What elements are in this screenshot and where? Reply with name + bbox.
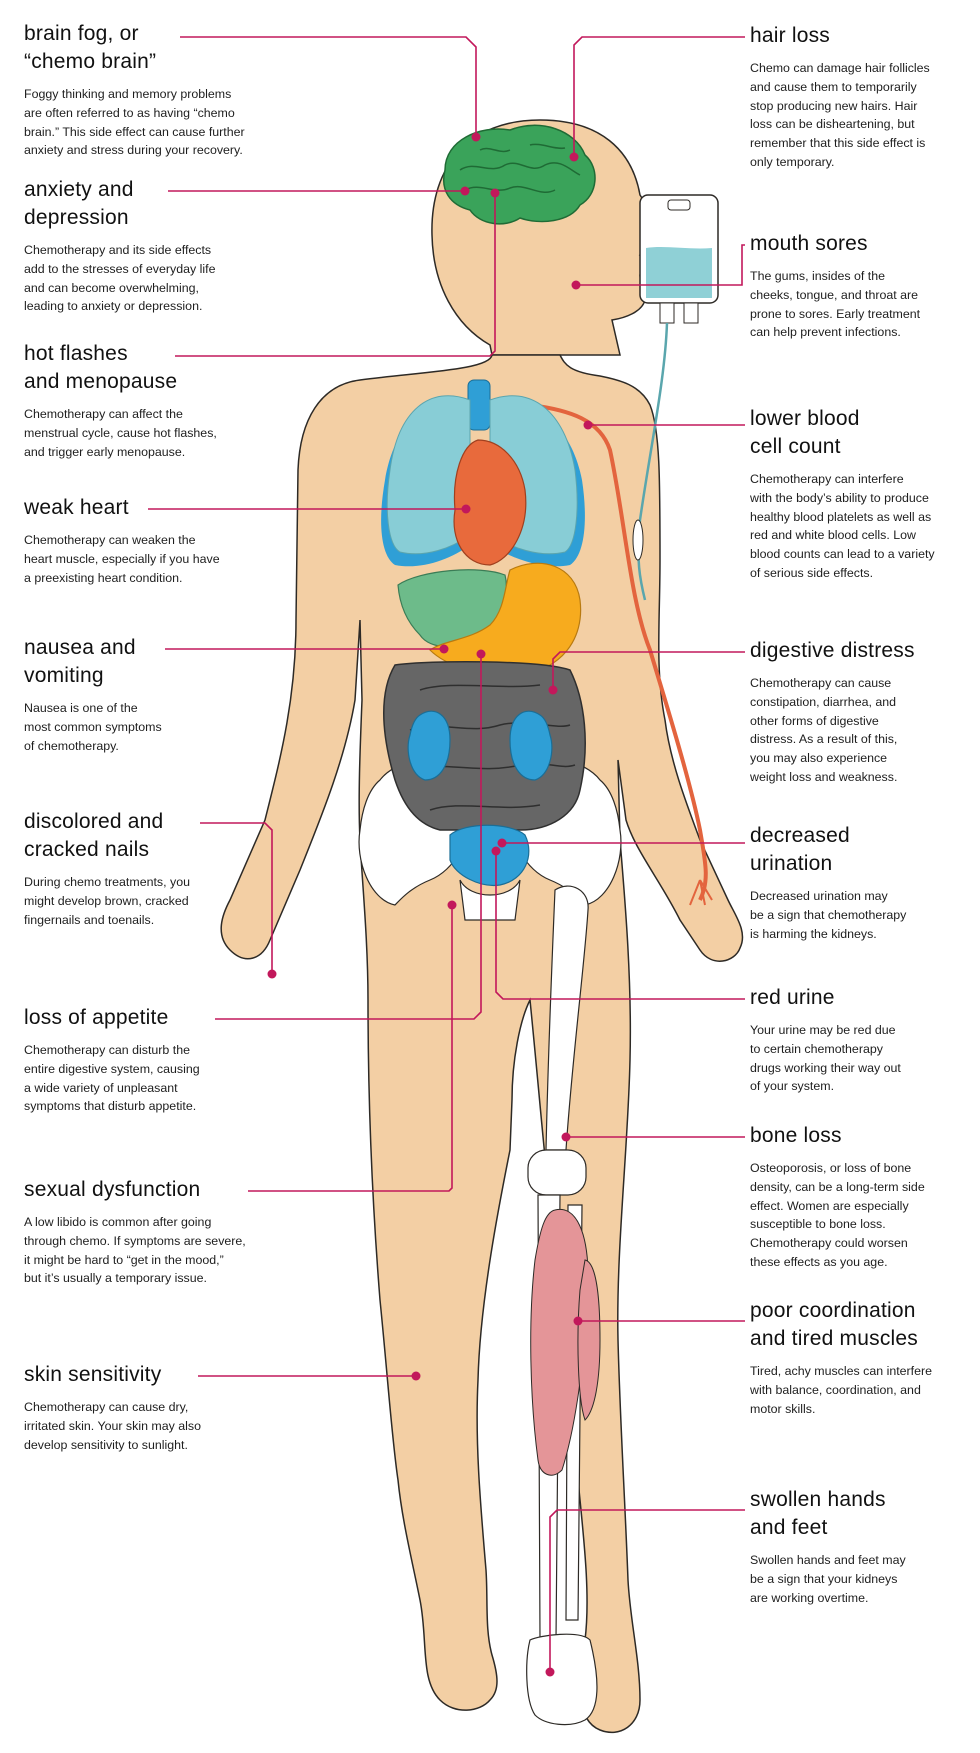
callout-title: bone loss bbox=[750, 1124, 842, 1147]
lungs bbox=[381, 379, 585, 567]
callout-title: digestive distress bbox=[750, 639, 915, 662]
leader-lines bbox=[148, 36, 745, 1672]
callout-nausea: nausea and vomiting Nausea is one of the… bbox=[24, 634, 284, 755]
callout-title: brain fog, or “chemo brain” bbox=[24, 22, 157, 73]
callout-desc: The gums, insides of the cheeks, tongue,… bbox=[750, 269, 921, 340]
heart bbox=[453, 439, 527, 566]
callout-desc: Your urine may be red due to certain che… bbox=[750, 1023, 901, 1094]
callout-desc: Decreased urination may be a sign that c… bbox=[750, 889, 907, 941]
callout-weak-heart: weak heart Chemotherapy can weaken the h… bbox=[24, 494, 284, 587]
callout-desc: Osteoporosis, or loss of bone density, c… bbox=[750, 1161, 925, 1269]
callout-desc: A low libido is common after going throu… bbox=[24, 1215, 246, 1286]
callout-desc: Chemotherapy can weaken the heart muscle… bbox=[24, 533, 220, 585]
blood-vessel-branch bbox=[689, 879, 713, 906]
callout-title: anxiety and depression bbox=[24, 178, 134, 229]
callout-title: red urine bbox=[750, 986, 835, 1009]
blood-vessel bbox=[529, 403, 708, 901]
callout-title: decreased urination bbox=[750, 824, 850, 875]
callout-title: swollen hands and feet bbox=[750, 1488, 886, 1539]
callout-anxiety: anxiety and depression Chemotherapy and … bbox=[24, 176, 284, 316]
iv-bag bbox=[632, 194, 719, 601]
callout-hair-loss: hair loss Chemo can damage hair follicle… bbox=[750, 22, 972, 172]
callout-title: sexual dysfunction bbox=[24, 1178, 201, 1201]
callout-title: mouth sores bbox=[750, 232, 868, 255]
callout-brain-fog: brain fog, or “chemo brain” Foggy thinki… bbox=[24, 20, 284, 160]
callout-bone-loss: bone loss Osteoporosis, or loss of bone … bbox=[750, 1122, 972, 1272]
callout-desc: Chemo can damage hair follicles and caus… bbox=[750, 61, 930, 169]
callout-title: skin sensitivity bbox=[24, 1363, 162, 1386]
callout-swollen: swollen hands and feet Swollen hands and… bbox=[750, 1486, 972, 1607]
intestines bbox=[383, 660, 586, 831]
callout-title: loss of appetite bbox=[24, 1006, 169, 1029]
callout-skin: skin sensitivity Chemotherapy can cause … bbox=[24, 1361, 284, 1454]
callout-desc: Chemotherapy can cause dry, irritated sk… bbox=[24, 1400, 201, 1452]
callout-desc: Tired, achy muscles can interfere with b… bbox=[750, 1364, 933, 1416]
leg-muscles bbox=[530, 1208, 601, 1476]
callout-blood-count: lower blood cell count Chemotherapy can … bbox=[750, 405, 972, 583]
leader-dots bbox=[267, 132, 593, 1677]
callout-title: poor coordination and tired muscles bbox=[750, 1299, 918, 1350]
callout-desc: Chemotherapy can affect the menstrual cy… bbox=[24, 407, 217, 459]
callout-title: hot flashes and menopause bbox=[24, 342, 178, 393]
callout-title: nausea and vomiting bbox=[24, 636, 136, 687]
callout-desc: Chemotherapy can disturb the entire dige… bbox=[24, 1043, 200, 1114]
callout-title: discolored and cracked nails bbox=[24, 810, 164, 861]
callout-desc: Swollen hands and feet may be a sign tha… bbox=[750, 1553, 906, 1605]
callout-desc: Foggy thinking and memory problems are o… bbox=[24, 87, 245, 158]
callout-title: weak heart bbox=[24, 496, 129, 519]
brain bbox=[443, 124, 596, 225]
callout-desc: During chemo treatments, you might devel… bbox=[24, 875, 190, 927]
callout-red-urine: red urine Your urine may be red due to c… bbox=[750, 984, 972, 1096]
callout-title: lower blood cell count bbox=[750, 407, 860, 458]
callout-coordination: poor coordination and tired muscles Tire… bbox=[750, 1297, 972, 1418]
callout-desc: Chemotherapy can interfere with the body… bbox=[750, 472, 935, 580]
callout-hot-flashes: hot flashes and menopause Chemotherapy c… bbox=[24, 340, 284, 461]
callout-desc: Nausea is one of the most common symptom… bbox=[24, 701, 162, 753]
callout-mouth-sores: mouth sores The gums, insides of the che… bbox=[750, 230, 972, 342]
callout-urination: decreased urination Decreased urination … bbox=[750, 822, 972, 943]
callout-title: hair loss bbox=[750, 24, 830, 47]
bladder bbox=[449, 824, 530, 887]
callout-appetite: loss of appetite Chemotherapy can distur… bbox=[24, 1004, 284, 1116]
kidneys bbox=[407, 710, 553, 781]
callout-desc: Chemotherapy can cause constipation, dia… bbox=[750, 676, 898, 784]
callout-nails: discolored and cracked nails During chem… bbox=[24, 808, 284, 929]
callout-sexual: sexual dysfunction A low libido is commo… bbox=[24, 1176, 284, 1288]
callout-desc: Chemotherapy and its side effects add to… bbox=[24, 243, 216, 314]
callout-digestive: digestive distress Chemotherapy can caus… bbox=[750, 637, 972, 787]
